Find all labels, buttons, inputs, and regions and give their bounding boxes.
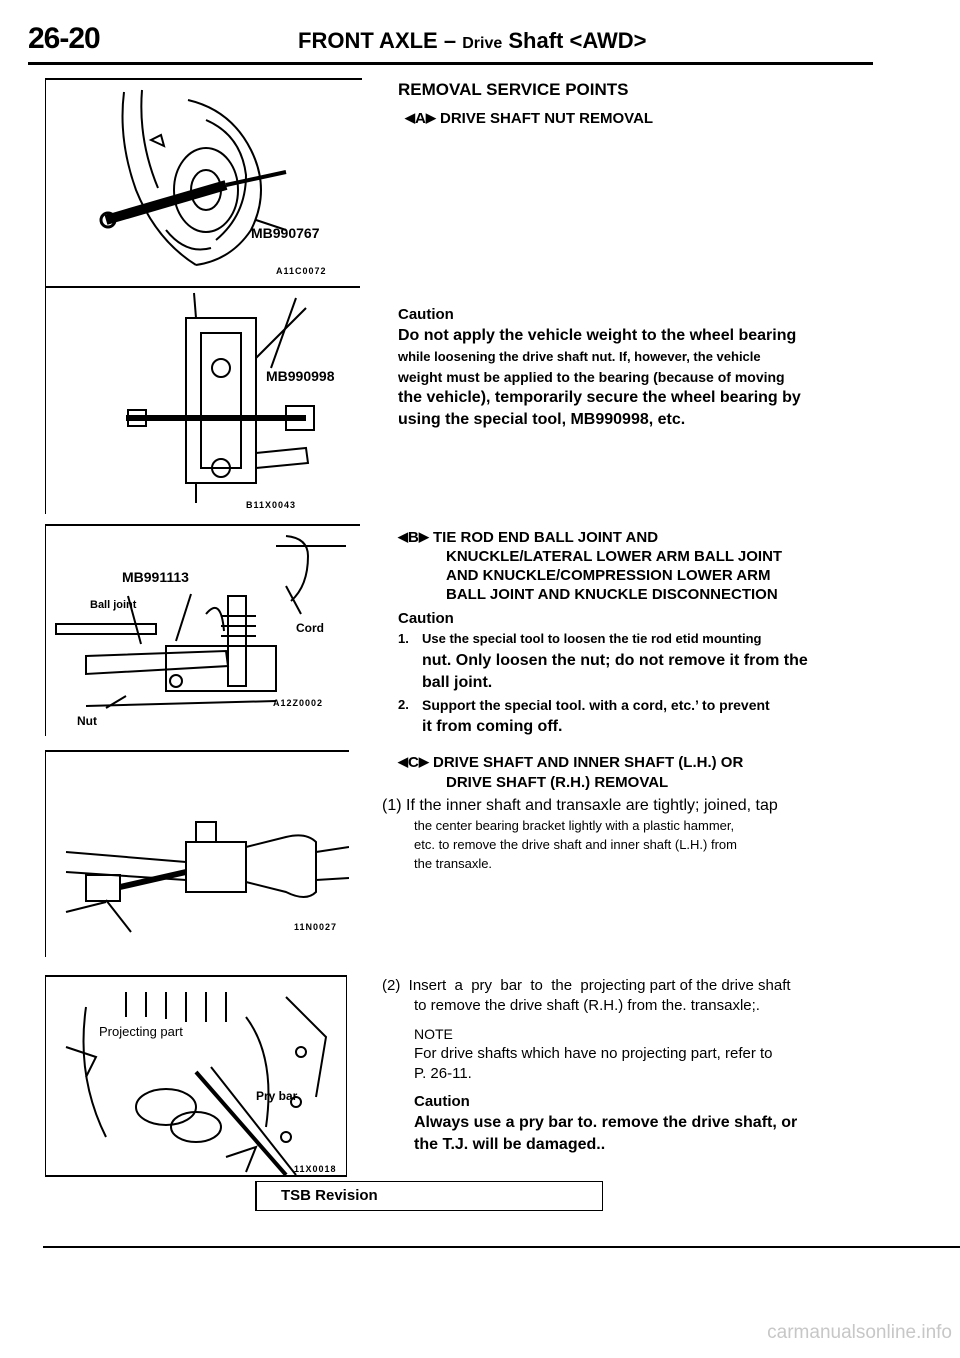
caution-line: Do not apply the vehicle weight to the w… bbox=[398, 327, 797, 344]
title-tag: <AWD> bbox=[569, 28, 647, 53]
caution-line: while loosening the drive shaft nut. If,… bbox=[398, 349, 761, 364]
heading-b-line: TIE ROD END BALL JOINT AND bbox=[433, 529, 659, 546]
item-line: nut. Only loosen the nut; do not remove … bbox=[422, 652, 808, 669]
item-line: Support the special tool. with a cord, e… bbox=[422, 697, 770, 713]
right-triangle-icon: ▶ bbox=[418, 529, 429, 544]
note-line: P. 26-11. bbox=[414, 1065, 472, 1082]
note-line: For drive shafts which have no projectin… bbox=[414, 1045, 773, 1062]
figure-drive-shaft-nut: MB990767 A11C0072 bbox=[45, 78, 362, 286]
heading-b: ◀B▶ TIE ROD END BALL JOINT AND KNUCKLE/L… bbox=[398, 527, 868, 604]
step-line: the transaxle. bbox=[414, 856, 493, 871]
heading-b-line: KNUCKLE/LATERAL LOWER ARM BALL JOINT bbox=[446, 548, 783, 565]
caution-line: weight must be applied to the bearing (b… bbox=[398, 369, 785, 385]
figure-inner-shaft-hammer: 11N0027 bbox=[45, 750, 349, 957]
tool-label-mb990767: MB990767 bbox=[251, 225, 320, 241]
figure-wheel-bearing-tool: MB990998 B11X0043 bbox=[45, 286, 360, 514]
header-rule bbox=[28, 62, 873, 65]
label-pry-bar: Pry bar bbox=[256, 1089, 298, 1103]
caution-line: using the special tool, MB990998, etc. bbox=[398, 411, 686, 428]
watermark: carmanualsonline.info bbox=[767, 1322, 952, 1343]
caution-line: Always use a pry bar to. remove the driv… bbox=[414, 1114, 798, 1131]
figure-code: 11N0027 bbox=[294, 922, 338, 932]
section-title: REMOVAL SERVICE POINTS bbox=[398, 80, 629, 99]
left-triangle-icon: ◀ bbox=[398, 754, 408, 769]
step-line: the center bearing bracket lightly with … bbox=[414, 818, 735, 833]
hammer-tap-illustration bbox=[65, 821, 349, 933]
figure-code: A11C0072 bbox=[276, 266, 327, 276]
tool-label-mb991113: MB991113 bbox=[122, 569, 189, 585]
title-main: FRONT AXLE – bbox=[298, 28, 457, 53]
caution-line: the vehicle), temporarily secure the whe… bbox=[398, 389, 801, 406]
step-line: (1) If the inner shaft and transaxle are… bbox=[382, 797, 778, 814]
left-triangle-icon: ◀ bbox=[405, 110, 415, 125]
heading-a: ◀A▶ DRIVE SHAFT NUT REMOVAL bbox=[405, 110, 875, 127]
heading-b-line: AND KNUCKLE/COMPRESSION LOWER ARM bbox=[446, 567, 771, 584]
heading-c-line: DRIVE SHAFT (R.H.) REMOVAL bbox=[446, 774, 669, 791]
item-number: 2. bbox=[398, 697, 409, 712]
step-line: to remove the drive shaft (R.H.) from th… bbox=[414, 997, 760, 1014]
title-drive: Drive bbox=[462, 35, 503, 52]
caution-line: the T.J. will be damaged.. bbox=[414, 1136, 606, 1153]
label-ball-joint: Ball joint bbox=[90, 599, 137, 611]
step-line: (2) Insert a pry bar to the projecting p… bbox=[382, 977, 791, 994]
right-triangle-icon: ▶ bbox=[418, 754, 429, 769]
caution-item-1: 1. Use the special tool to loosen the ti… bbox=[398, 629, 868, 693]
hub-wrench-illustration bbox=[99, 89, 287, 266]
page-title: FRONT AXLE – Drive Shaft <AWD> bbox=[298, 28, 647, 54]
label-cord: Cord bbox=[296, 621, 324, 635]
item-line: Use the special tool to loosen the tie r… bbox=[422, 631, 762, 646]
marker-a: A bbox=[415, 110, 426, 127]
label-nut: Nut bbox=[77, 714, 97, 728]
caution-a: Caution Do not apply the vehicle weight … bbox=[398, 305, 868, 431]
item-number: 1. bbox=[398, 631, 409, 646]
label-projecting-part: Projecting part bbox=[99, 1024, 183, 1039]
step-1: (1) If the inner shaft and transaxle are… bbox=[382, 796, 862, 873]
marker-c: C bbox=[408, 754, 419, 771]
item-line: it from coming off. bbox=[422, 718, 563, 735]
heading-c: ◀C▶ DRIVE SHAFT AND INNER SHAFT (L.H.) O… bbox=[398, 752, 868, 793]
footer-rule bbox=[43, 1246, 960, 1248]
tool-label-mb990998: MB990998 bbox=[266, 368, 335, 384]
right-triangle-icon: ▶ bbox=[425, 110, 436, 125]
heading-a-text: DRIVE SHAFT NUT REMOVAL bbox=[440, 110, 654, 127]
figure-pry-bar: Projecting part Pry bar 11X0018 bbox=[45, 975, 347, 1177]
caution-label: Caution bbox=[398, 306, 454, 323]
step-line: etc. to remove the drive shaft and inner… bbox=[414, 837, 737, 852]
caution-item-2: 2. Support the special tool. with a cord… bbox=[398, 693, 868, 737]
ball-joint-puller-illustration bbox=[55, 535, 346, 709]
caution-label: Caution bbox=[414, 1093, 470, 1110]
figure-code: A12Z0002 bbox=[273, 698, 324, 708]
title-shaft: Shaft bbox=[508, 28, 564, 53]
heading-b-line: BALL JOINT AND KNUCKLE DISCONNECTION bbox=[446, 586, 778, 603]
bearing-tool-illustration bbox=[126, 292, 315, 503]
note-label: NOTE bbox=[414, 1026, 453, 1042]
tsb-revision-box: TSB Revision bbox=[255, 1181, 603, 1211]
step-2: (2) Insert a pry bar to the projecting p… bbox=[382, 976, 862, 1156]
page-number: 26-20 bbox=[28, 22, 101, 55]
figure-code: 11X0018 bbox=[294, 1164, 337, 1174]
item-line: ball joint. bbox=[422, 674, 493, 691]
caution-label: Caution bbox=[398, 610, 454, 627]
left-triangle-icon: ◀ bbox=[398, 529, 408, 544]
figure-code: B11X0043 bbox=[246, 500, 297, 510]
tsb-revision-label: TSB Revision bbox=[281, 1187, 378, 1204]
marker-b: B bbox=[408, 529, 419, 546]
pry-bar-illustration bbox=[65, 992, 328, 1175]
figure-ball-joint-disconnect: MB991113 Ball joint Cord Nut A12Z0002 bbox=[45, 524, 360, 736]
heading-c-line: DRIVE SHAFT AND INNER SHAFT (L.H.) OR bbox=[433, 754, 744, 771]
caution-b: Caution 1. Use the special tool to loose… bbox=[398, 609, 868, 737]
